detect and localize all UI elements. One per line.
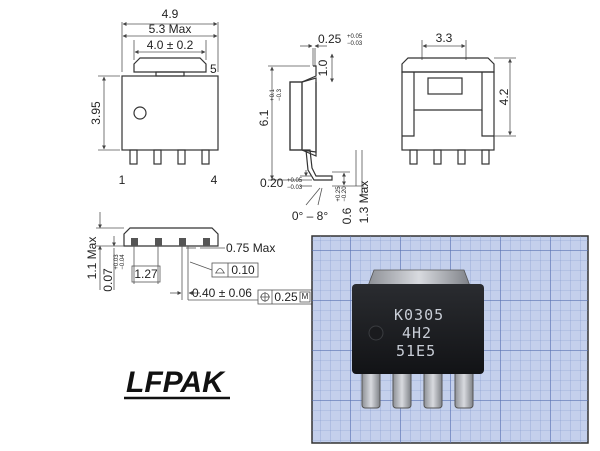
top-view-leads (129, 149, 210, 165)
standoff-label: 0.07 (101, 268, 115, 292)
angle-label: 0° – 8° (292, 209, 328, 223)
flatness-label: 0.10 (231, 263, 255, 277)
top-width-label: 4.9 (162, 7, 179, 21)
photo-pin1-dot (368, 325, 384, 341)
top-view (98, 22, 219, 165)
front-height-max-label: 1.1 Max (85, 237, 99, 280)
tab-length-label: 1.0 (316, 59, 330, 76)
standoff-tol-plus: +0.03 (114, 254, 120, 270)
lead-thickness-label: 0.20 (260, 176, 284, 190)
pin1-label: 1 (119, 173, 126, 187)
front-view (96, 212, 315, 305)
side-view-lead (303, 149, 333, 181)
top-view-body (121, 75, 219, 151)
position-tol-label: 0.25 (274, 290, 298, 304)
thickness-tol-minus: −0.03 (347, 41, 363, 47)
thickness-tol-plus: +0.05 (347, 34, 363, 40)
top-view-tab (133, 57, 207, 73)
position-modifier-label: M (302, 292, 309, 301)
photo-metal-tab (367, 269, 471, 287)
pin5-label: 5 (210, 62, 217, 76)
photo-leads (361, 369, 474, 409)
lead-thickness-tol-minus: −0.03 (287, 185, 303, 191)
component-photo (311, 235, 589, 444)
lead-length-tol-plus: +0.25 (336, 186, 342, 202)
pitch-label: 1.27 (134, 267, 158, 281)
pin4-label: 4 (211, 173, 218, 187)
lead-length-label: 0.6 (340, 207, 354, 224)
overall-height-label: 6.1 (257, 109, 271, 126)
top-width-max-label: 5.3 Max (149, 22, 192, 36)
standoff-tol-minus: −0.04 (120, 254, 126, 270)
foot-max-label: 0.75 Max (226, 241, 275, 255)
marking-line-1: K0305 (394, 306, 444, 324)
back-tab-width-label: 3.3 (436, 31, 453, 45)
package-title: LFPAK (126, 366, 226, 399)
marking-line-2: 4H2 (402, 324, 432, 342)
lead-length-tol-minus: −0.20 (342, 186, 348, 202)
top-height-label: 3.95 (89, 101, 103, 125)
lead-width-label: 0.40 ± 0.06 (192, 286, 252, 300)
back-view (401, 40, 516, 165)
marking-line-3: 51E5 (396, 342, 436, 360)
lead-thickness-tol-plus: +0.05 (287, 178, 303, 184)
tab-width-label: 4.0 ± 0.2 (147, 38, 194, 52)
thickness-label: 0.25 (318, 32, 342, 46)
pin1-marker (133, 106, 147, 120)
photo-chip-body (352, 284, 484, 374)
back-height-label: 4.2 (497, 88, 511, 105)
side-view (268, 44, 364, 206)
overall-height-tol-plus: +0.1 (270, 88, 276, 101)
max-height-label: 1.3 Max (357, 181, 371, 224)
overall-height-tol-minus: −0.3 (277, 88, 283, 101)
